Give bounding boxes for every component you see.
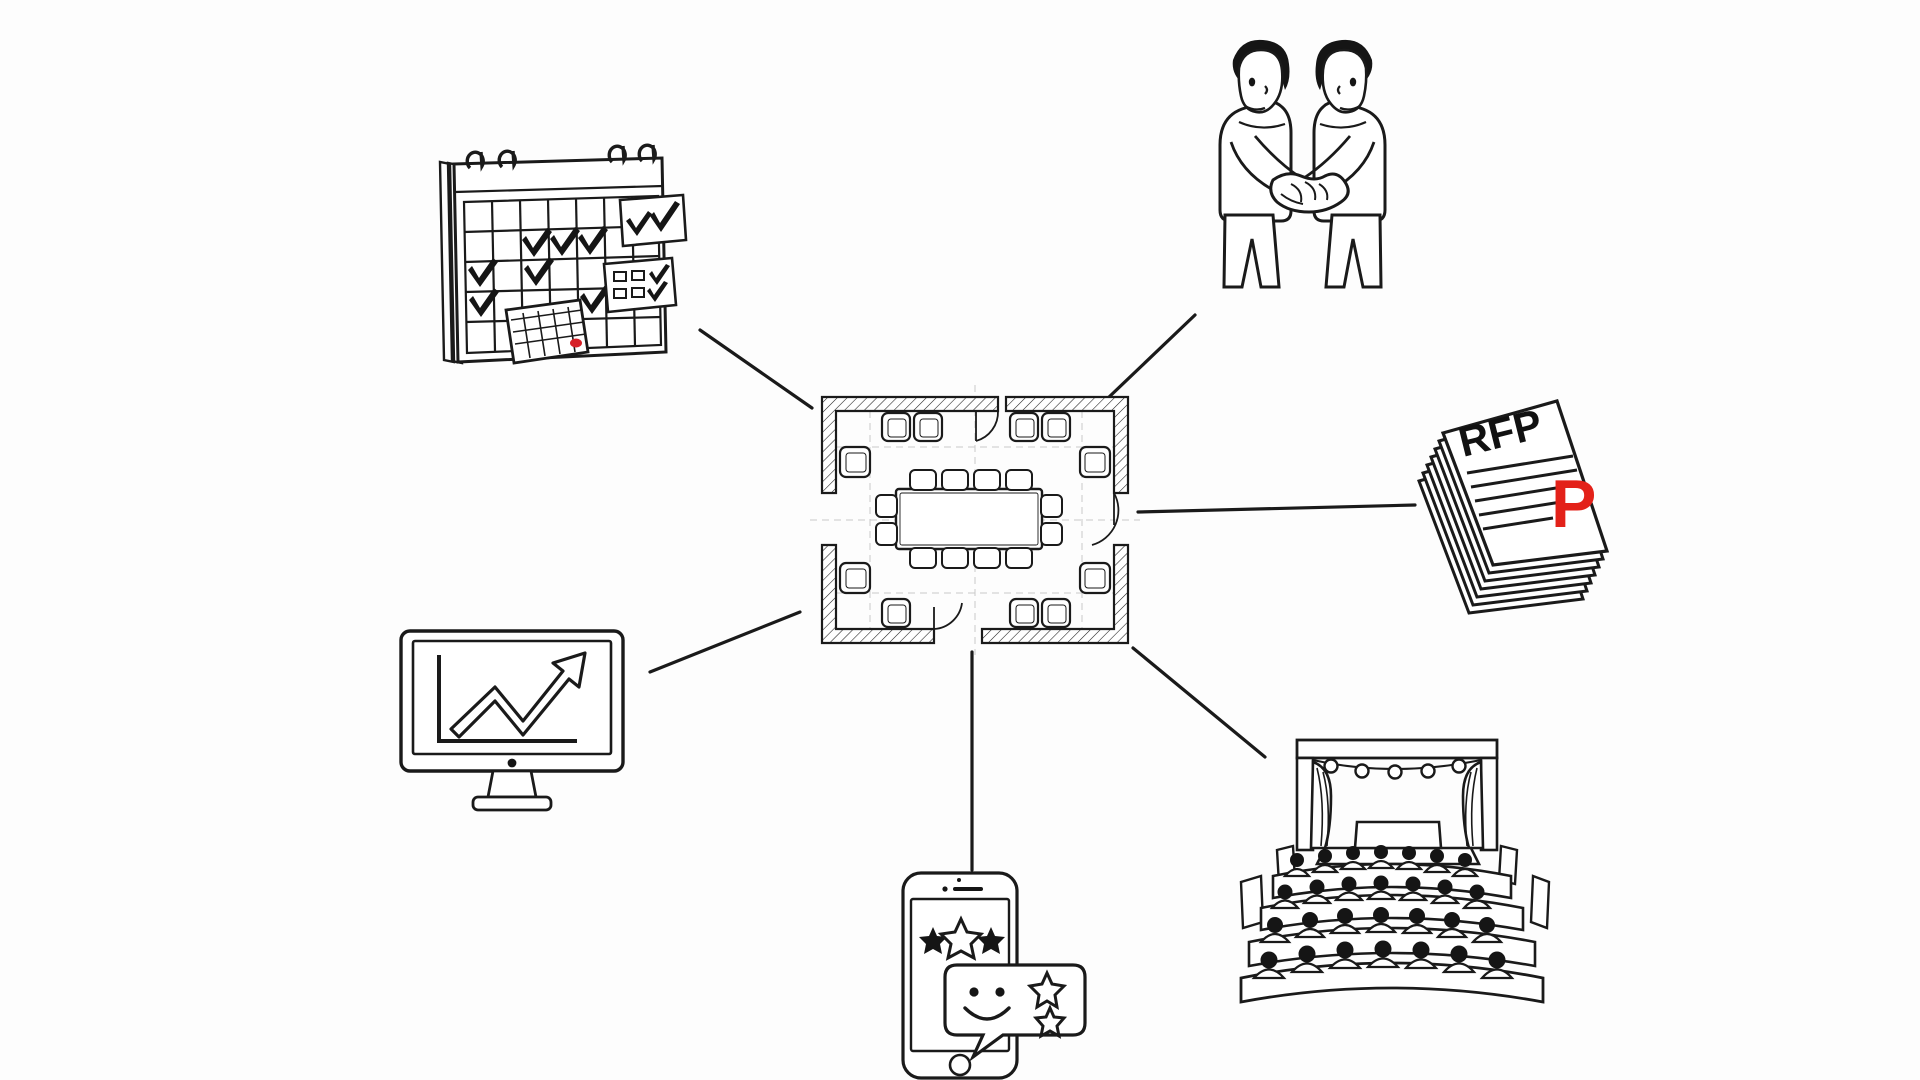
clasped-hands	[1269, 172, 1350, 214]
calendar-spiral-rings	[465, 143, 657, 172]
calendar-desk-mini	[504, 298, 590, 365]
handshake-partnership-icon[interactable]	[1195, 30, 1410, 295]
rfp-front-page	[1440, 399, 1610, 567]
audience-rows	[1239, 845, 1545, 1004]
monitor-stand	[471, 758, 553, 812]
meeting-room-floorplan[interactable]	[810, 385, 1140, 655]
calendar-checklist-card	[602, 256, 678, 314]
table-chairs-right	[1040, 494, 1063, 546]
door-swing-right	[1091, 492, 1120, 546]
stage-lights	[1312, 758, 1482, 780]
person-left	[1218, 39, 1302, 289]
calendar-header-band	[454, 184, 664, 194]
corner-armchairs	[838, 445, 1112, 595]
analytics-monitor-icon[interactable]	[395, 625, 630, 820]
table-chairs-bottom	[909, 547, 1033, 569]
wall-armchairs	[880, 411, 1072, 629]
chart-rising-arrow	[449, 651, 587, 739]
connector-hub-to-rfp	[1136, 503, 1417, 514]
feedback-speech-bubble	[943, 963, 1087, 1062]
table-chairs-top	[909, 469, 1033, 491]
bubble-star-top	[1026, 969, 1068, 1010]
calendar-note-card-checks	[618, 193, 688, 248]
stage-curtains	[1309, 760, 1485, 850]
stage-podium	[1353, 820, 1443, 850]
rfp-documents-icon[interactable]: RFP P	[1405, 385, 1640, 620]
rfp-red-p-overlay: P	[1551, 466, 1596, 542]
mobile-feedback-icon[interactable]	[895, 865, 1095, 1080]
rfp-body-lines	[1466, 454, 1582, 531]
calendar-scheduling-icon[interactable]	[430, 140, 715, 395]
calendar-marked-day	[570, 338, 582, 348]
connector-hub-to-analytics	[648, 610, 802, 674]
phone-speaker	[942, 878, 983, 892]
chart-axes	[437, 655, 577, 743]
table-chairs-left	[875, 494, 898, 546]
person-right	[1303, 39, 1387, 289]
calendar-checkmarks	[468, 226, 610, 317]
smiley-face	[963, 987, 1011, 1021]
stage-platform	[1314, 846, 1482, 866]
room-walls	[820, 395, 1130, 645]
auditorium-audience-icon[interactable]	[1235, 730, 1551, 1005]
table-inner-edge	[899, 492, 1039, 546]
phone-home-button[interactable]	[948, 1053, 972, 1077]
bubble-star-bottom	[1032, 1004, 1068, 1039]
screen-star-rating	[919, 915, 1005, 961]
door-swing-top	[975, 410, 999, 442]
door-swing-bottom	[933, 602, 963, 630]
conference-table[interactable]	[894, 487, 1044, 551]
connector-hub-to-calendar	[698, 328, 814, 410]
